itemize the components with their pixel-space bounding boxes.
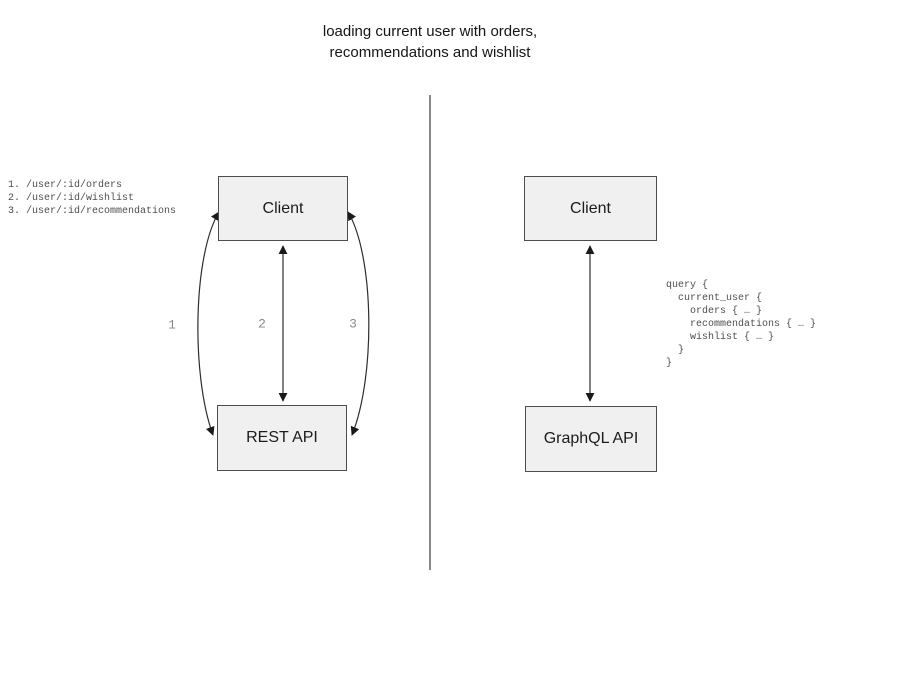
graphql-query-snippet: query { current_user { orders { … } reco… — [666, 280, 817, 369]
diagram-title: loading current user with orders, recomm… — [322, 23, 538, 61]
arrow-label-1: 1 — [168, 317, 176, 333]
rest-api-node-label: REST API — [246, 429, 318, 446]
rest-endpoints-list: 1. /user/:id/orders 2. /user/:id/wishlist… — [8, 179, 176, 218]
arrow-label-2: 2 — [258, 316, 266, 332]
client-node-rest: Client — [218, 176, 348, 241]
rest-arrow-orders-curve — [197, 211, 220, 436]
client-node-graphql: Client — [524, 176, 657, 241]
rest-endpoint-recommendations: 3. /user/:id/recommendations — [8, 206, 177, 217]
rest-endpoint-wishlist: 2. /user/:id/wishlist — [8, 193, 135, 204]
client-node-rest-label: Client — [262, 199, 304, 217]
rest-arrow-recommendations-curve — [347, 211, 370, 436]
rest-endpoint-orders: 1. /user/:id/orders — [8, 180, 123, 191]
graphql-api-node: GraphQL API — [525, 406, 657, 472]
client-node-graphql-label: Client — [570, 199, 611, 217]
arrow-label-3: 3 — [349, 316, 357, 332]
graphql-api-node-label: GraphQL API — [543, 430, 639, 447]
rest-api-node: REST API — [217, 405, 347, 471]
